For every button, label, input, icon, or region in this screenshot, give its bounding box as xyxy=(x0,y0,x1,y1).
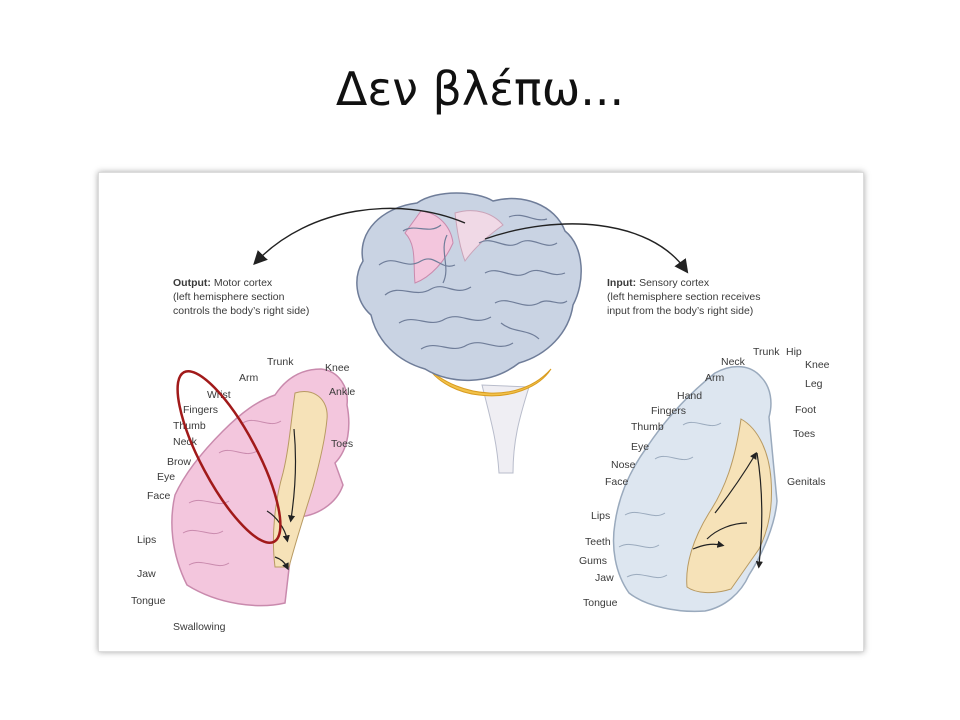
motor-label: Thumb xyxy=(173,420,206,432)
sensory-cortex-section xyxy=(612,365,778,613)
motor-label: Eye xyxy=(157,471,175,483)
sensory-label: Toes xyxy=(793,428,815,440)
sensory-label: Face xyxy=(605,476,629,488)
sensory-label: Hip xyxy=(786,346,802,358)
sensory-label: Thumb xyxy=(631,421,664,433)
sensory-label: Trunk xyxy=(753,346,780,358)
svg-text:Output: Motor cortex: Output: Motor cortex xyxy=(173,277,273,289)
motor-label: Jaw xyxy=(137,568,156,580)
motor-label: Face xyxy=(147,490,171,502)
motor-label: Swallowing xyxy=(173,621,226,633)
brainstem-yellow xyxy=(428,368,552,397)
arrow-to-motor xyxy=(253,207,466,266)
output-line-3: controls the body’s right side) xyxy=(173,305,309,317)
svg-text:Input: Sensory cortex: Input: Sensory cortex xyxy=(607,277,710,289)
motor-labels: Trunk Knee Arm Ankle Wrist Fingers Thumb… xyxy=(131,356,355,633)
sensory-label: Knee xyxy=(805,359,830,371)
sensory-label: Tongue xyxy=(583,597,618,609)
motor-label: Tongue xyxy=(131,595,166,607)
motor-cortex-section xyxy=(171,368,350,607)
motor-label: Toes xyxy=(331,438,353,450)
motor-label: Knee xyxy=(325,362,350,374)
motor-label: Brow xyxy=(167,456,191,468)
input-caption: Input: Sensory cortex (left hemisphere s… xyxy=(607,277,761,317)
motor-label: Arm xyxy=(239,372,259,384)
motor-label: Trunk xyxy=(267,356,294,368)
output-caption: Output: Motor cortex (left hemisphere se… xyxy=(173,277,309,317)
sensory-label: Foot xyxy=(795,404,816,416)
slide-title: Δεν βλέπω... xyxy=(335,62,625,116)
input-line-3: input from the body’s right side) xyxy=(607,305,753,317)
motor-label: Fingers xyxy=(183,404,218,416)
arrow-to-sensory xyxy=(484,223,689,274)
sensory-label: Hand xyxy=(677,390,702,402)
sensory-label: Fingers xyxy=(651,405,686,417)
output-line-2: (left hemisphere section xyxy=(173,291,285,303)
input-heading: Input: xyxy=(607,277,636,289)
output-heading: Output: xyxy=(173,277,211,289)
sensory-label: Neck xyxy=(721,356,746,368)
sensory-label: Leg xyxy=(805,378,823,390)
output-heading-rest: Motor cortex xyxy=(211,277,273,289)
cortex-diagram-svg: Output: Motor cortex (left hemisphere se… xyxy=(131,192,830,633)
brainstem xyxy=(428,368,552,474)
motor-label: Ankle xyxy=(329,386,355,398)
input-line-2: (left hemisphere section receives xyxy=(607,291,761,303)
input-heading-rest: Sensory cortex xyxy=(636,277,710,289)
sensory-label: Lips xyxy=(591,510,610,522)
sensory-label: Teeth xyxy=(585,536,611,548)
sensory-labels: Trunk Hip Neck Knee Arm Leg Hand Foot Fi… xyxy=(579,346,830,609)
sensory-label: Arm xyxy=(705,372,725,384)
sensory-label: Gums xyxy=(579,555,607,567)
highlight-ellipse xyxy=(176,369,282,545)
cortex-diagram: Output: Motor cortex (left hemisphere se… xyxy=(98,172,864,652)
sensory-label: Eye xyxy=(631,441,649,453)
sensory-label: Jaw xyxy=(595,572,614,584)
motor-label: Lips xyxy=(137,534,156,546)
brain-illustration xyxy=(356,192,582,382)
motor-cortex-band xyxy=(404,210,454,284)
sensory-label: Nose xyxy=(611,459,636,471)
sensory-label: Genitals xyxy=(787,476,826,488)
